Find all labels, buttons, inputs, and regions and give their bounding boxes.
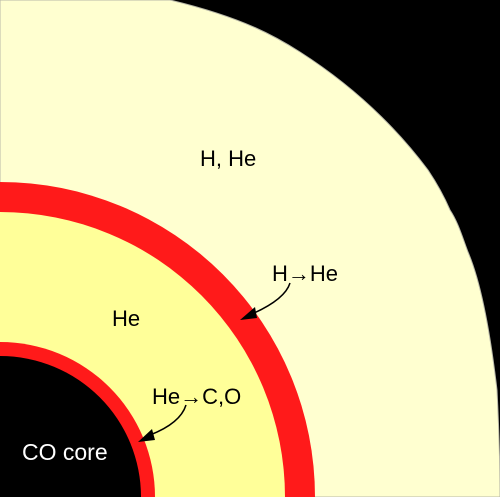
h-shell-arrow — [251, 282, 291, 315]
helium-layer-label: He — [112, 306, 140, 331]
he-shell-label: He→C,O — [152, 384, 241, 409]
core-label: CO core — [22, 439, 108, 465]
envelope-label: H, He — [200, 146, 256, 171]
h-shell-label: H→He — [272, 261, 338, 286]
co-core — [0, 356, 141, 497]
he-shell-arrowhead — [138, 429, 155, 442]
h-shell-arrowhead — [240, 307, 257, 320]
he-shell-arrow — [149, 404, 187, 436]
